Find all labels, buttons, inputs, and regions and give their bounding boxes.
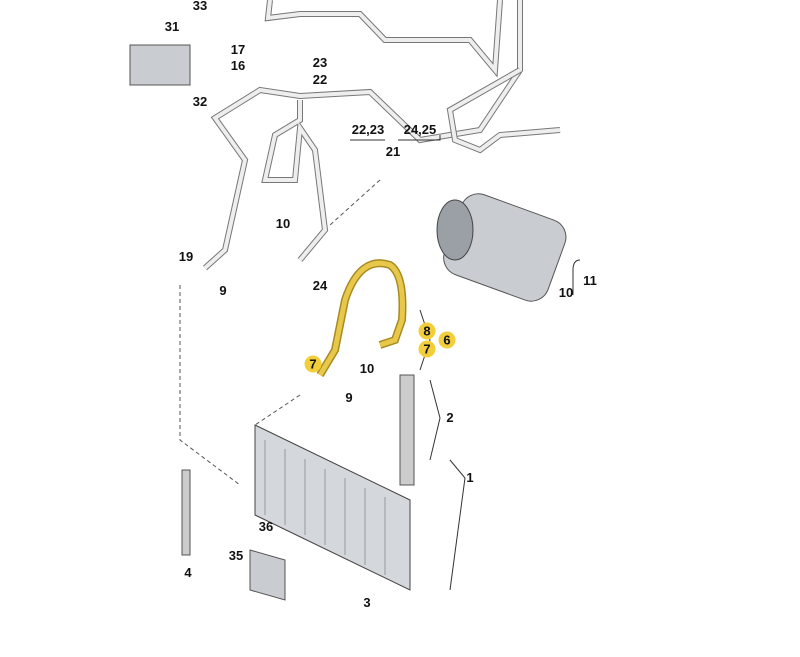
pipes <box>202 0 561 271</box>
part-label-35[interactable]: 35 <box>228 548 244 563</box>
part-label-9-hose[interactable]: 9 <box>345 390 353 405</box>
part-label-21[interactable]: 21 <box>385 144 401 159</box>
part-label-10-compressor[interactable]: 10 <box>558 285 574 300</box>
part-label-36[interactable]: 36 <box>258 519 274 534</box>
part-label-7-highlighted[interactable]: 7 <box>418 340 436 358</box>
part-label-32[interactable]: 32 <box>192 94 208 109</box>
leader-dashes <box>179 179 381 486</box>
part-label-9[interactable]: 9 <box>219 283 227 298</box>
part-label-33[interactable]: 33 <box>192 0 208 13</box>
part-label-11[interactable]: 11 <box>583 273 597 288</box>
part-label-22[interactable]: 22 <box>312 72 328 87</box>
compressor <box>436 193 567 302</box>
part-label-2[interactable]: 2 <box>446 410 454 425</box>
bracket-31 <box>129 44 191 86</box>
part-label-7-highlighted-left[interactable]: 7 <box>304 355 322 373</box>
part-label-1[interactable]: 1 <box>466 470 474 485</box>
dryer-cartridge <box>399 374 415 486</box>
part-label-19[interactable]: 19 <box>178 249 194 264</box>
part-label-8-highlighted[interactable]: 8 <box>418 322 436 340</box>
brackets <box>350 135 581 591</box>
part-label-16[interactable]: 16 <box>230 58 246 73</box>
part-label-23[interactable]: 23 <box>312 55 328 70</box>
part-label-4[interactable]: 4 <box>184 565 192 580</box>
part-label-10-hose[interactable]: 10 <box>359 361 375 376</box>
bracket-36 <box>249 549 286 601</box>
part-label-3[interactable]: 3 <box>363 595 371 610</box>
pipe-part-4 <box>181 469 191 556</box>
part-label-31[interactable]: 31 <box>164 19 180 34</box>
condenser <box>254 424 411 591</box>
part-label-6-highlighted[interactable]: 6 <box>438 331 456 349</box>
part-label-24-25[interactable]: 24,25 <box>403 122 437 137</box>
part-label-22-23[interactable]: 22,23 <box>351 122 385 137</box>
part-label-24[interactable]: 24 <box>312 278 328 293</box>
part-label-10[interactable]: 10 <box>275 216 291 231</box>
part-label-17[interactable]: 17 <box>230 42 246 57</box>
refrigerant-hose-highlight <box>317 260 405 377</box>
